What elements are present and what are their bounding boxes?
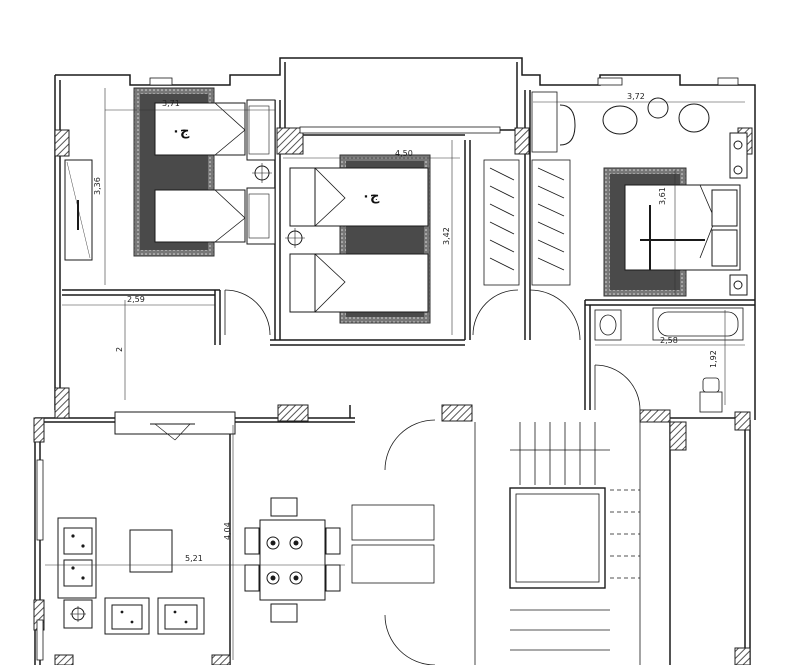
- room-label-bed-middle: ج٠: [362, 189, 380, 204]
- dim-bathroom-width: 2,58: [660, 336, 678, 345]
- walls: [34, 57, 756, 665]
- dim-bed-left-depth: 3,36: [93, 177, 102, 195]
- bedroom-left: ج٠: [64, 87, 276, 261]
- stairwell: [351, 422, 641, 665]
- dim-master-depth: 3,61: [658, 187, 667, 205]
- dim-master-width: 3,72: [627, 92, 645, 101]
- dim-bed-middle-width: 4,50: [395, 149, 413, 158]
- bathroom: [594, 307, 744, 413]
- dim-living-depth: 4,04: [223, 522, 232, 540]
- dining-table: [244, 497, 341, 623]
- bedroom-master: [559, 97, 748, 297]
- dim-corridor-width: 2,59: [127, 295, 145, 304]
- windows: [36, 77, 739, 661]
- dim-bed-left-width: 3,71: [162, 99, 180, 108]
- dim-corridor-depth: 2: [115, 347, 124, 352]
- living-room: [57, 411, 236, 635]
- dim-bathroom-depth: 1,92: [709, 350, 718, 368]
- wardrobes: [483, 91, 571, 286]
- dim-living-width: 5,21: [185, 554, 203, 563]
- doors: [224, 289, 641, 665]
- room-label-bed-left: ج٠: [172, 124, 190, 139]
- dimension-labels: 3,71 3,36 4,50 3,42 3,72 3,61 2,59 2 2,5…: [93, 92, 718, 563]
- dim-bed-middle-depth: 3,42: [442, 227, 451, 245]
- dimension-lines: [45, 88, 745, 660]
- bedroom-middle: ج٠: [285, 154, 431, 324]
